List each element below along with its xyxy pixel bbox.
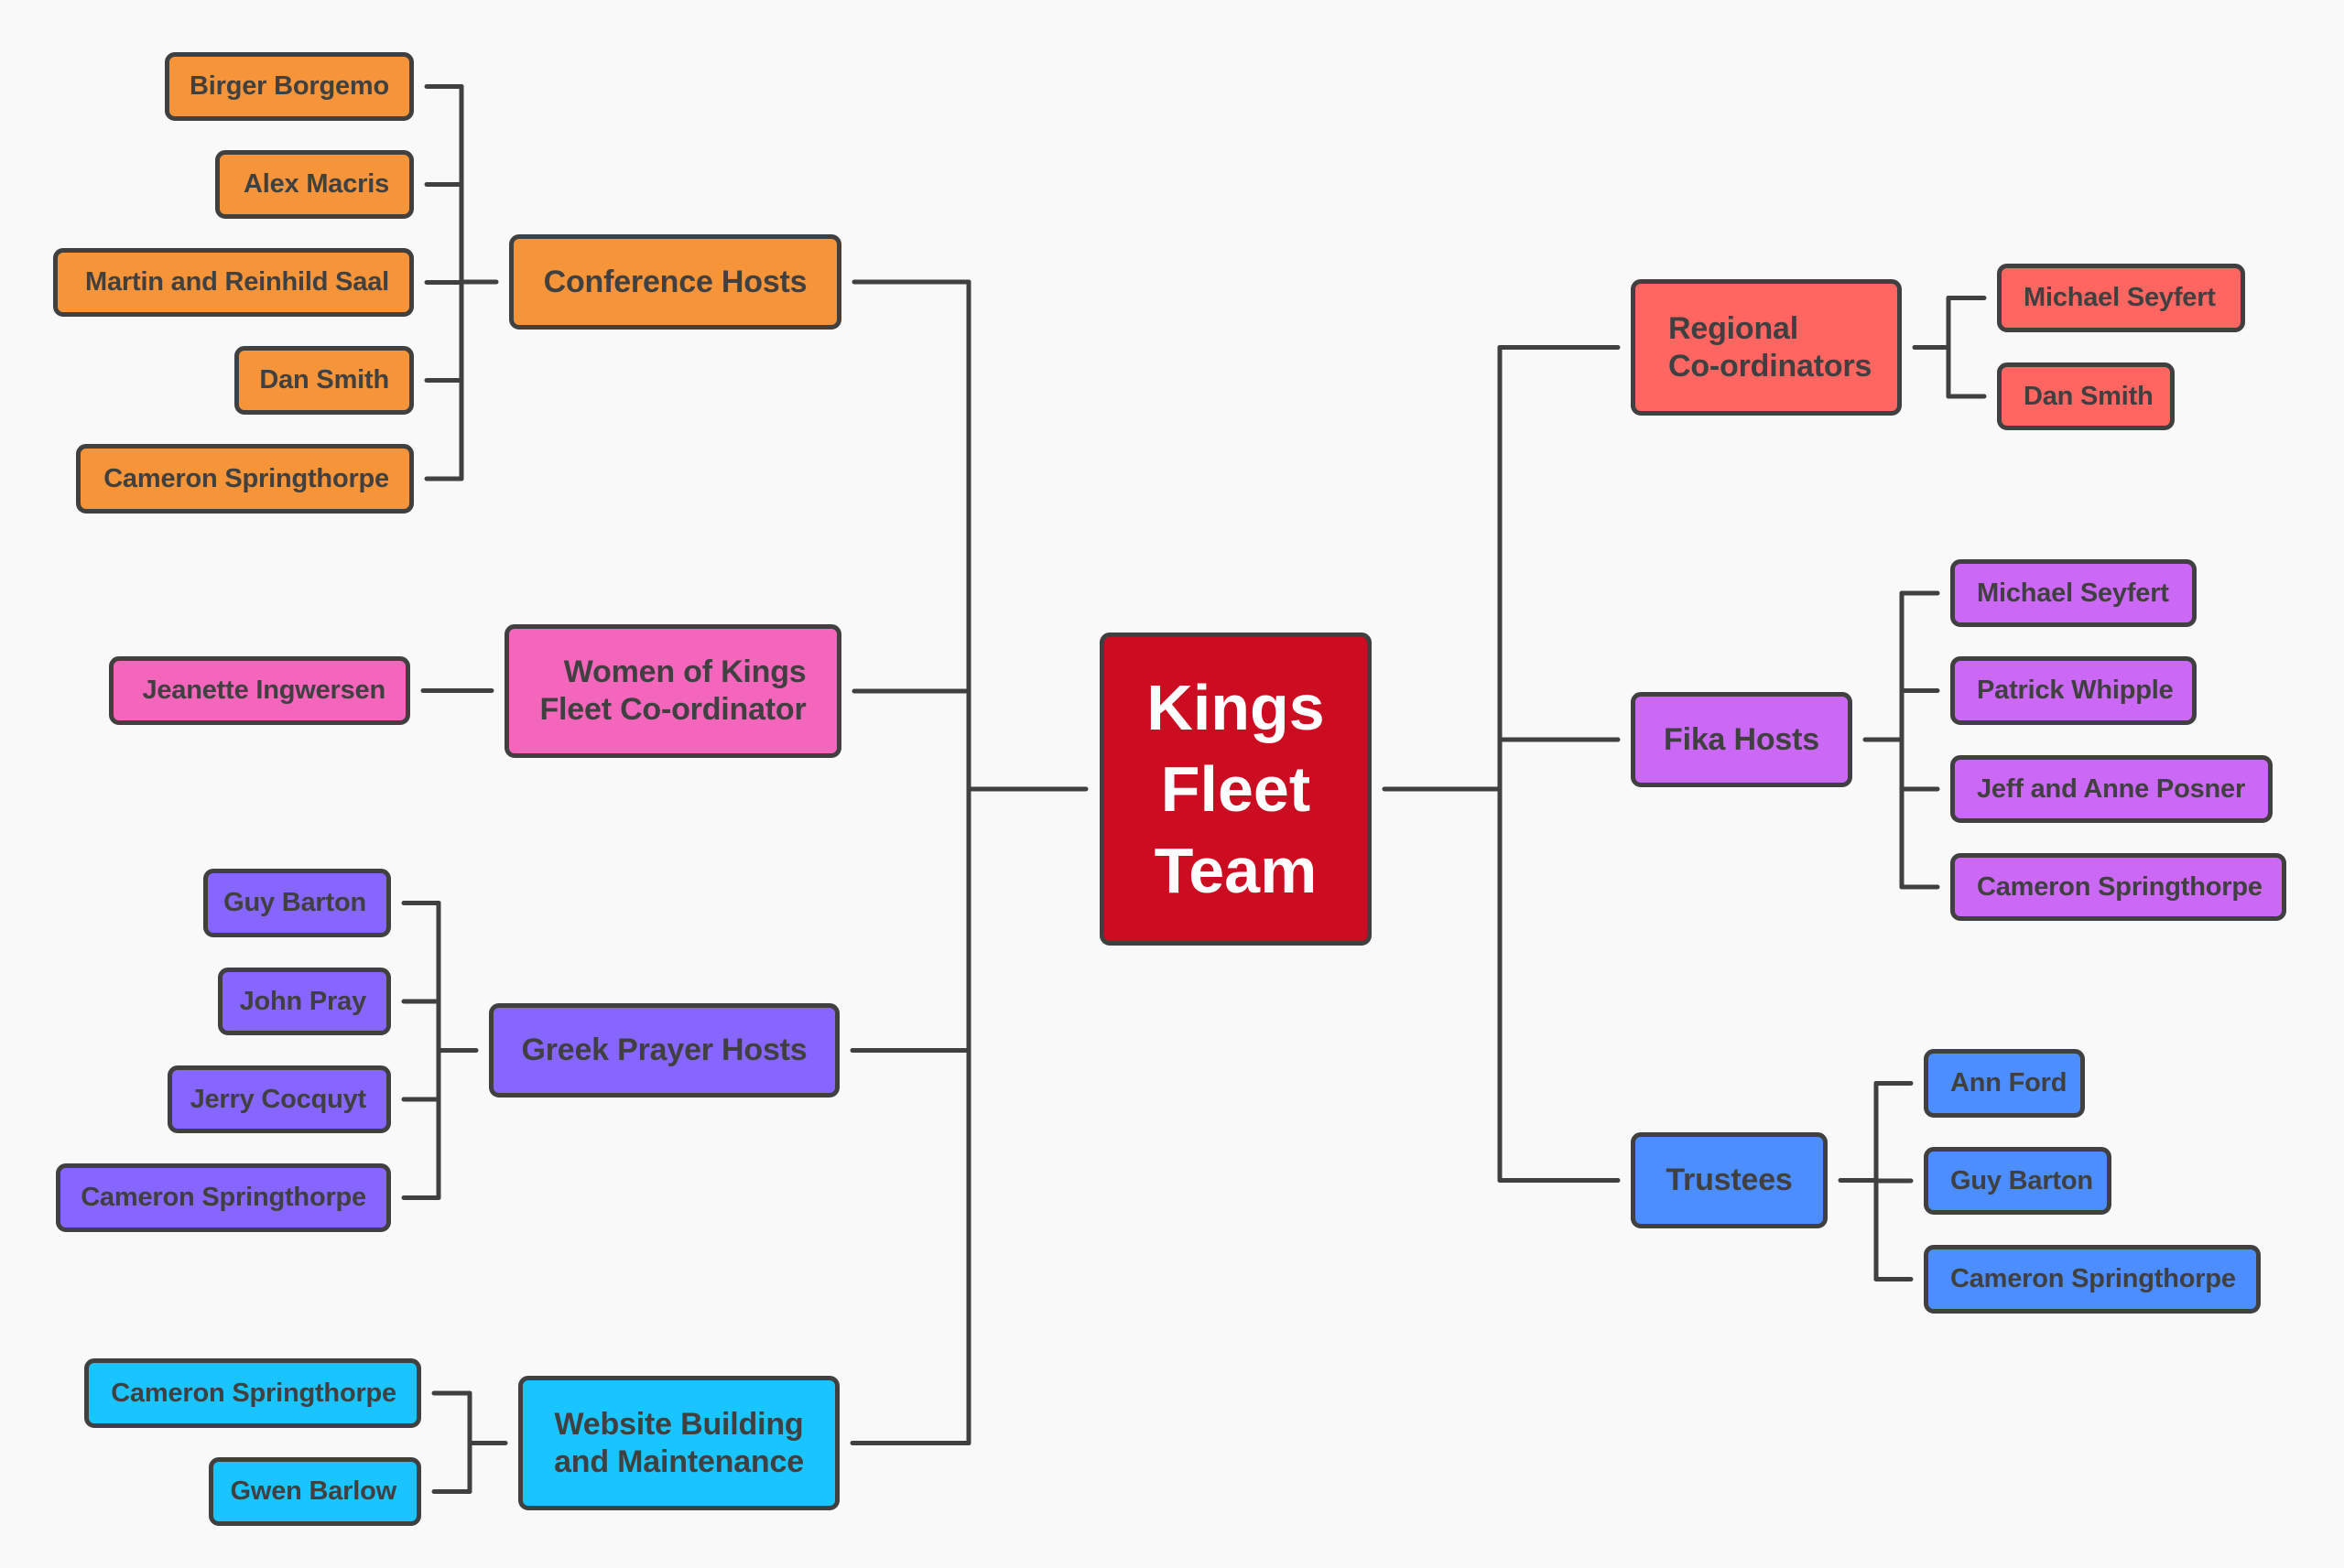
member-node-label: John Pray [239, 986, 367, 1016]
member-node-dan-smith[interactable]: Dan Smith [1997, 362, 2175, 430]
member-node-label: Cameron Springthorpe [103, 463, 389, 493]
member-node-label: Michael Seyfert [2024, 283, 2216, 312]
member-node-label: Guy Barton [1950, 1165, 2093, 1195]
member-node-birger-borgemo[interactable]: Birger Borgemo [165, 52, 414, 121]
member-node-label: Birger Borgemo [190, 71, 389, 101]
member-node-jeff-and-anne-posner[interactable]: Jeff and Anne Posner [1950, 755, 2273, 823]
group-node-conference[interactable]: Conference Hosts [509, 234, 841, 330]
member-node-label: Martin and Reinhild Saal [85, 267, 389, 297]
member-node-label: Guy Barton [223, 888, 366, 917]
member-node-label: Patrick Whipple [1977, 676, 2174, 705]
member-node-gwen-barlow[interactable]: Gwen Barlow [209, 1457, 421, 1526]
member-node-label: Jeff and Anne Posner [1977, 773, 2246, 804]
member-node-cameron-springthorpe[interactable]: Cameron Springthorpe [84, 1358, 421, 1428]
member-node-patrick-whipple[interactable]: Patrick Whipple [1950, 656, 2197, 725]
member-node-jerry-cocquyt[interactable]: Jerry Cocquyt [168, 1065, 391, 1133]
member-node-label: Dan Smith [259, 365, 389, 395]
member-node-alex-macris[interactable]: Alex Macris [215, 150, 414, 219]
member-node-dan-smith[interactable]: Dan Smith [234, 346, 414, 415]
group-label-line: Women of Kings [563, 654, 807, 689]
group-label-line: Co-ordinators [1668, 348, 1872, 384]
group-label-line: and Maintenance [554, 1444, 804, 1479]
group-label-line: Fika Hosts [1664, 721, 1819, 757]
member-node-guy-barton[interactable]: Guy Barton [203, 869, 391, 937]
member-node-ann-ford[interactable]: Ann Ford [1924, 1049, 2085, 1118]
group-label-line: Regional [1668, 310, 1798, 346]
member-node-label: Alex Macris [244, 169, 389, 199]
member-node-label: Jerry Cocquyt [190, 1084, 367, 1114]
group-node-label: Fika Hosts [1664, 721, 1819, 759]
member-node-label: Michael Seyfert [1977, 578, 2169, 608]
member-node-cameron-springthorpe[interactable]: Cameron Springthorpe [76, 444, 414, 514]
group-node-trustees[interactable]: Trustees [1631, 1132, 1828, 1228]
group-label-line: Greek Prayer Hosts [521, 1033, 808, 1067]
group-node-greek[interactable]: Greek Prayer Hosts [489, 1003, 840, 1098]
member-node-label: Gwen Barlow [230, 1476, 397, 1506]
member-node-label: Jeanette Ingwersen [142, 676, 385, 705]
group-node-label: Greek Prayer Hosts [521, 1032, 807, 1069]
group-node-label: Conference Hosts [544, 264, 808, 301]
group-label-line: Trustees [1666, 1162, 1793, 1197]
group-label-line: Website Building [554, 1406, 804, 1442]
member-node-cameron-springthorpe[interactable]: Cameron Springthorpe [1924, 1245, 2261, 1314]
member-node-label: Cameron Springthorpe [1950, 1264, 2236, 1293]
root-label-line: Fleet [1160, 752, 1311, 825]
member-node-jeanette-ingwersen[interactable]: Jeanette Ingwersen [109, 656, 410, 725]
root-label-line: Kings [1146, 671, 1325, 743]
member-node-label: Cameron Springthorpe [1977, 871, 2263, 902]
root-label-line: Team [1154, 834, 1318, 906]
member-node-michael-seyfert[interactable]: Michael Seyfert [1950, 559, 2197, 627]
member-node-label: Cameron Springthorpe [81, 1183, 366, 1212]
group-label-line: Conference Hosts [543, 264, 808, 299]
member-node-cameron-springthorpe[interactable]: Cameron Springthorpe [56, 1163, 391, 1232]
member-node-guy-barton[interactable]: Guy Barton [1924, 1147, 2111, 1215]
member-node-label: Cameron Springthorpe [111, 1378, 396, 1408]
member-node-michael-seyfert[interactable]: Michael Seyfert [1997, 264, 2245, 332]
member-node-martin-and-reinhild-saal[interactable]: Martin and Reinhild Saal [53, 248, 414, 317]
member-node-label: Dan Smith [2024, 381, 2154, 411]
member-node-label: Ann Ford [1950, 1068, 2067, 1098]
member-node-cameron-springthorpe[interactable]: Cameron Springthorpe [1950, 853, 2286, 921]
group-node-label: Trustees [1666, 1162, 1792, 1199]
group-node-fika[interactable]: Fika Hosts [1631, 692, 1852, 787]
group-label-line: Fleet Co-ordinator [539, 692, 807, 727]
member-node-john-pray[interactable]: John Pray [218, 968, 391, 1035]
